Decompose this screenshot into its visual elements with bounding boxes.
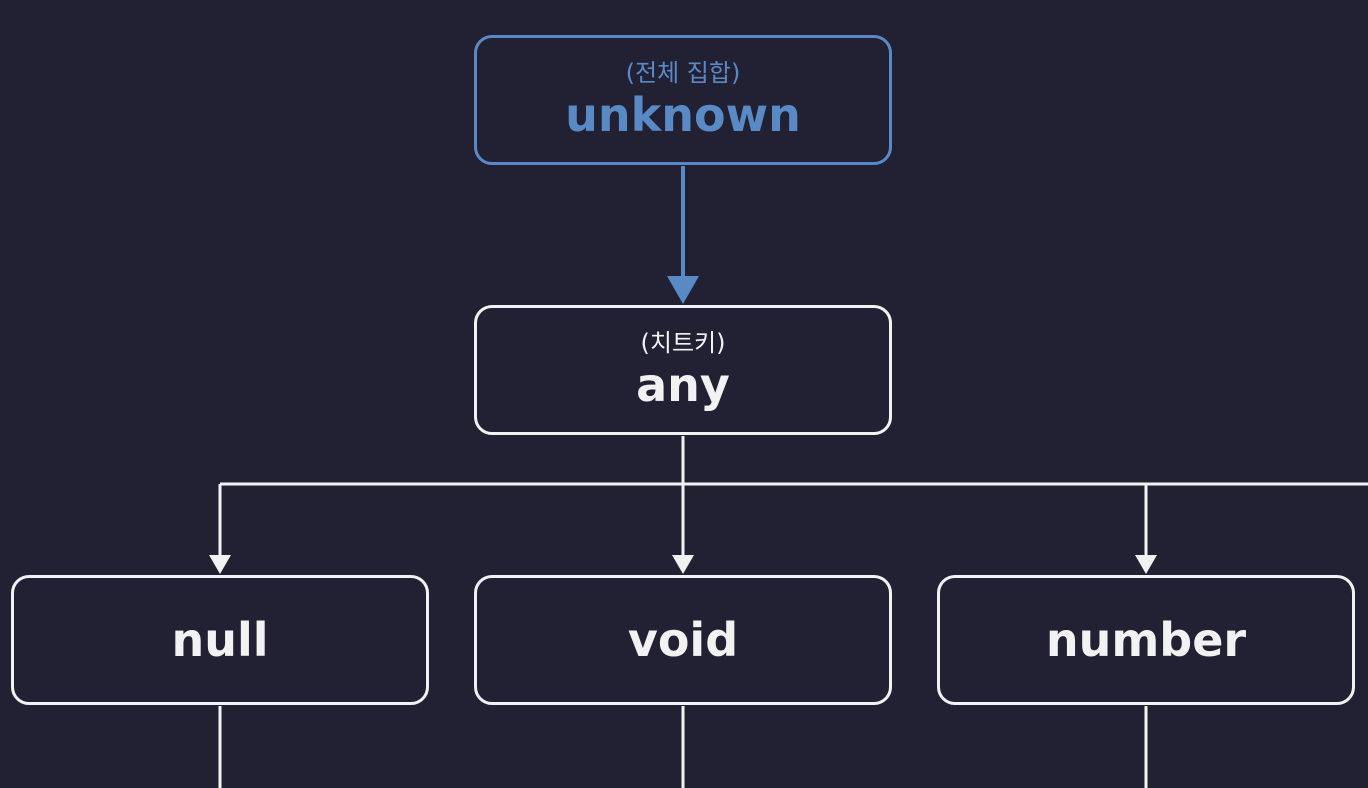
node-void-label: void <box>627 613 739 667</box>
arrow-head-void <box>672 555 694 574</box>
arrow-head-any <box>667 276 699 304</box>
node-null-label: null <box>171 613 269 667</box>
node-any: (치트키) any <box>474 305 892 435</box>
node-null: null <box>11 575 429 705</box>
node-unknown-label: unknown <box>565 88 801 142</box>
node-unknown-subtitle: (전체 집합) <box>625 59 741 87</box>
arrow-head-null <box>209 555 231 574</box>
arrow-head-number <box>1135 555 1157 574</box>
node-unknown: (전체 집합) unknown <box>474 35 892 165</box>
node-number: number <box>937 575 1355 705</box>
node-any-label: any <box>636 358 730 412</box>
node-void: void <box>474 575 892 705</box>
node-number-label: number <box>1045 613 1247 667</box>
node-any-subtitle: (치트키) <box>640 329 726 357</box>
